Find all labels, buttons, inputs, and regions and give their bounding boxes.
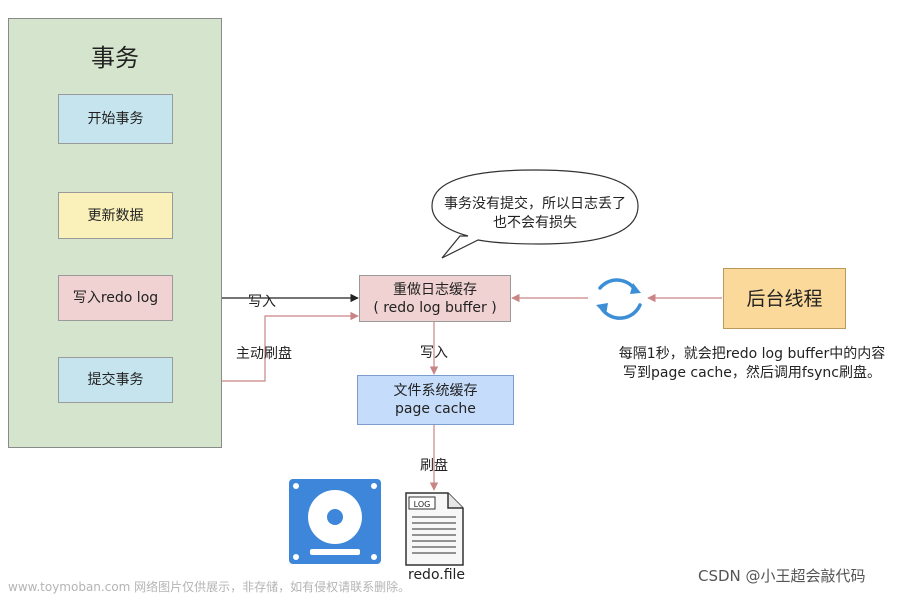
log-file-icon-label: LOG — [414, 500, 431, 509]
speech-bubble-line2: 也不会有损失 — [493, 215, 577, 231]
redo-log-buffer-box: 重做日志缓存 ( redo log buffer ) — [359, 275, 511, 322]
sync-icon — [596, 278, 642, 320]
speech-bubble-text: 事务没有提交，所以日志丢了 也不会有损失 — [432, 195, 638, 233]
label-active-flush: 主动刷盘 — [236, 346, 292, 362]
background-note: 每隔1秒，就会把redo log buffer中的内容 写到page cache… — [592, 345, 912, 383]
step-write-redo-log: 写入redo log — [58, 275, 173, 321]
background-thread-box: 后台线程 — [723, 268, 846, 329]
background-note-line1: 每隔1秒，就会把redo log buffer中的内容 — [618, 346, 886, 362]
watermark-text: www.toymoban.com 网络图片仅供展示，非存储，如有侵权请联系删除。 — [8, 580, 411, 594]
redo-file-label: redo.file — [408, 567, 466, 583]
redo-buffer-line2: ( redo log buffer ) — [373, 299, 497, 316]
label-write-to-cache: 写入 — [420, 345, 448, 361]
credit-text: CSDN @小王超会敲代码 — [698, 567, 866, 585]
log-file-icon: LOG — [405, 492, 464, 566]
step-start-transaction: 开始事务 — [58, 94, 173, 144]
transaction-panel-title: 事务 — [91, 44, 139, 72]
label-write-into: 写入 — [248, 294, 276, 310]
speech-bubble-shape — [431, 169, 639, 259]
page-cache-box: 文件系统缓存 page cache — [357, 375, 514, 425]
background-note-line2: 写到page cache，然后调用fsync刷盘。 — [623, 365, 881, 381]
step-commit-transaction: 提交事务 — [58, 357, 173, 403]
redo-buffer-line1: 重做日志缓存 — [393, 281, 477, 298]
disk-icon — [289, 479, 381, 564]
page-cache-line1: 文件系统缓存 — [393, 383, 478, 399]
page-cache-line2: page cache — [395, 401, 476, 417]
speech-bubble-line1: 事务没有提交，所以日志丢了 — [444, 196, 626, 212]
label-flush: 刷盘 — [420, 458, 448, 474]
step-update-data: 更新数据 — [58, 192, 173, 239]
